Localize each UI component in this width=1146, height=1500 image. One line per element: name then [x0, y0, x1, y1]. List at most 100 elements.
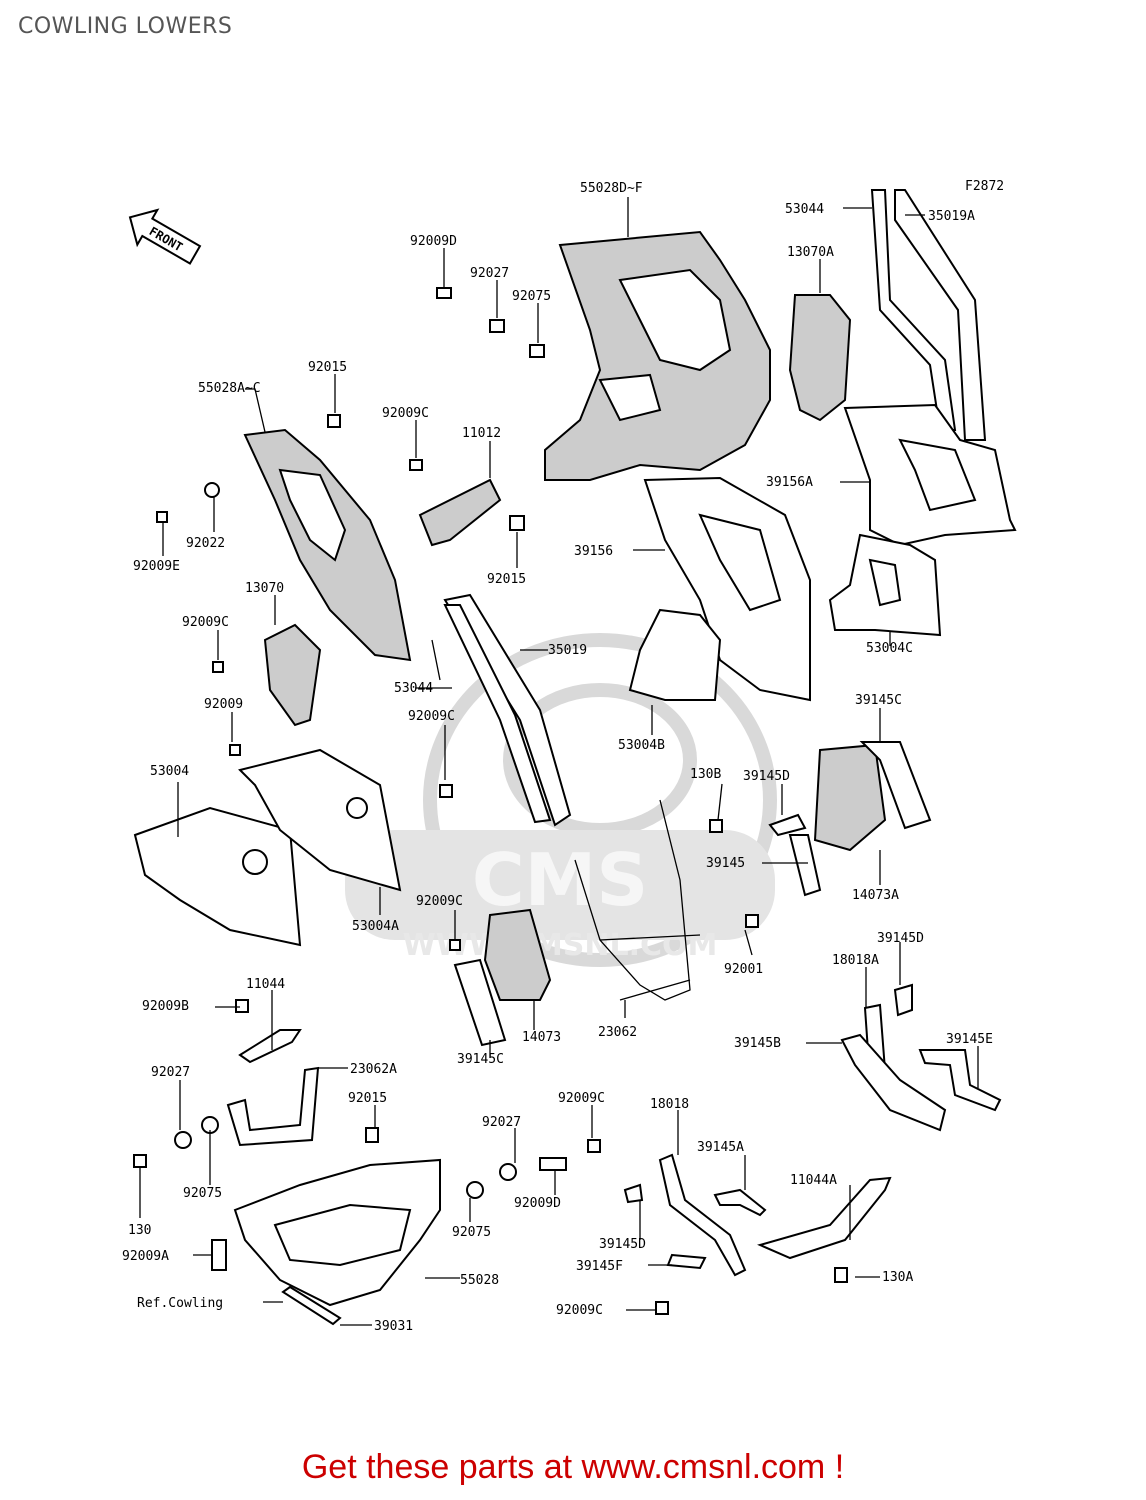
part-39145C-seal-left — [453, 958, 507, 1047]
grommet-icon-3 — [499, 1163, 517, 1181]
bolt-icon-15 — [655, 1301, 669, 1315]
label-39031: 39031 — [374, 1319, 413, 1334]
part-39031-rod — [281, 1285, 342, 1326]
watermark-brand: CMS — [472, 838, 648, 922]
label-92015: 92015 — [308, 360, 347, 375]
clip-icon-2 — [509, 515, 525, 531]
part-53044-strip-b — [443, 604, 552, 824]
part-23062A-bracket — [226, 1066, 320, 1147]
label-92027: 92027 — [470, 266, 509, 281]
bolt-icon-8 — [745, 914, 759, 928]
label-92022: 92022 — [186, 536, 225, 551]
bolt-icon-10 — [235, 999, 249, 1013]
label-92075-b: 92075 — [183, 1186, 222, 1201]
label-92015-b: 92015 — [487, 572, 526, 587]
label-92027-b: 92027 — [151, 1065, 190, 1080]
label-39145C: 39145C — [855, 693, 902, 708]
label-55028AC: 55028A~C — [198, 381, 261, 396]
bolt-icon-9 — [449, 939, 461, 951]
part-39145-seal — [788, 834, 822, 897]
label-39145E: 39145E — [946, 1032, 993, 1047]
label-130: 130 — [128, 1223, 151, 1238]
label-92009: 92009 — [204, 697, 243, 712]
label-92009B: 92009B — [142, 999, 189, 1014]
part-53004-panel — [133, 806, 302, 947]
part-13070A-bracket — [788, 294, 852, 422]
label-39145: 39145 — [706, 856, 745, 871]
label-39156: 39156 — [574, 544, 613, 559]
label-92009D-b: 92009D — [514, 1196, 561, 1211]
bolt-icon-6 — [439, 784, 453, 798]
part-13070-bracket — [263, 623, 322, 727]
label-92009C-e: 92009C — [558, 1091, 605, 1106]
bolt-icon-16 — [834, 1267, 848, 1283]
label-39145A: 39145A — [697, 1140, 744, 1155]
label-39145D-c: 39145D — [599, 1237, 646, 1252]
figure-code: F2872 — [965, 179, 1004, 194]
grommet-icon — [489, 319, 505, 333]
bolt-icon-13 — [539, 1157, 567, 1171]
label-92009C-f: 92009C — [556, 1303, 603, 1318]
exploded-parts-diagram: CMS WWW.CMSNL.COM FRONT F2872 — [122, 179, 1017, 1334]
part-labels: 55028D~F 53044 35019A 13070A 92009D 9202… — [122, 181, 993, 1334]
label-13070A: 13070A — [787, 245, 834, 260]
label-130B: 130B — [690, 767, 721, 782]
cowl-vent — [278, 468, 347, 562]
part-14073A-duct — [813, 743, 887, 852]
label-92001: 92001 — [724, 962, 763, 977]
label-14073A: 14073A — [852, 888, 899, 903]
part-53004B-panel — [628, 608, 722, 701]
front-arrow-icon: FRONT — [128, 208, 202, 265]
part-39145F-seal — [666, 1253, 707, 1270]
label-18018A: 18018A — [832, 953, 879, 968]
bolt-icon-12 — [211, 1239, 227, 1271]
part-39145D-seal-a — [768, 813, 807, 837]
part-35019A-strip — [894, 189, 987, 441]
cowl-vent-shape — [618, 268, 732, 372]
part-39145A-seal — [713, 1188, 767, 1217]
bolt-icon-7 — [709, 819, 723, 833]
label-39145D: 39145D — [743, 769, 790, 784]
panel-hole-2 — [346, 797, 368, 819]
label-55028DF: 55028D~F — [580, 181, 643, 196]
page-title: COWLING LOWERS — [18, 14, 233, 39]
part-39145D-seal-c — [623, 1183, 644, 1204]
label-39145C-b: 39145C — [457, 1052, 504, 1067]
label-92075: 92075 — [512, 289, 551, 304]
label-92075-c: 92075 — [452, 1225, 491, 1240]
label-92009C-d: 92009C — [416, 894, 463, 909]
part-35019-strip — [443, 593, 572, 827]
footer-link[interactable]: Get these parts at www.cmsnl.com ! — [301, 1448, 845, 1486]
label-53044-b: 53044 — [394, 681, 433, 696]
label-13070: 13070 — [245, 581, 284, 596]
fasteners — [133, 287, 848, 1315]
label-92009C: 92009C — [382, 406, 429, 421]
part-14073-duct — [483, 908, 552, 1001]
part-39156-panel — [643, 476, 811, 702]
label-ref-cowling: Ref.Cowling — [137, 1296, 223, 1311]
part-53044-strip-a — [870, 189, 957, 431]
panel-cutout — [898, 438, 977, 512]
part-11012-bracket — [418, 478, 502, 547]
leader-lines — [139, 197, 979, 1326]
label-92027-c: 92027 — [482, 1115, 521, 1130]
label-92015-c: 92015 — [348, 1091, 387, 1106]
washer-icon — [204, 482, 220, 498]
label-35019: 35019 — [548, 643, 587, 658]
label-23062A: 23062A — [350, 1062, 397, 1077]
grommet-icon-2 — [174, 1131, 192, 1149]
label-39145D-b: 39145D — [877, 931, 924, 946]
label-55028: 55028 — [460, 1273, 499, 1288]
label-92009A: 92009A — [122, 1249, 169, 1264]
label-53004C: 53004C — [866, 641, 913, 656]
label-130A: 130A — [882, 1270, 913, 1285]
bolt-icon-3 — [156, 511, 168, 523]
label-11044A: 11044A — [790, 1173, 837, 1188]
bolt-icon-11 — [133, 1154, 147, 1168]
part-11044A-bracket — [757, 1176, 892, 1260]
label-39145B: 39145B — [734, 1036, 781, 1051]
cowl-slot-shape — [598, 373, 662, 422]
label-92009C-b: 92009C — [182, 615, 229, 630]
bolt-icon — [436, 287, 452, 299]
panel-slot — [868, 558, 902, 607]
